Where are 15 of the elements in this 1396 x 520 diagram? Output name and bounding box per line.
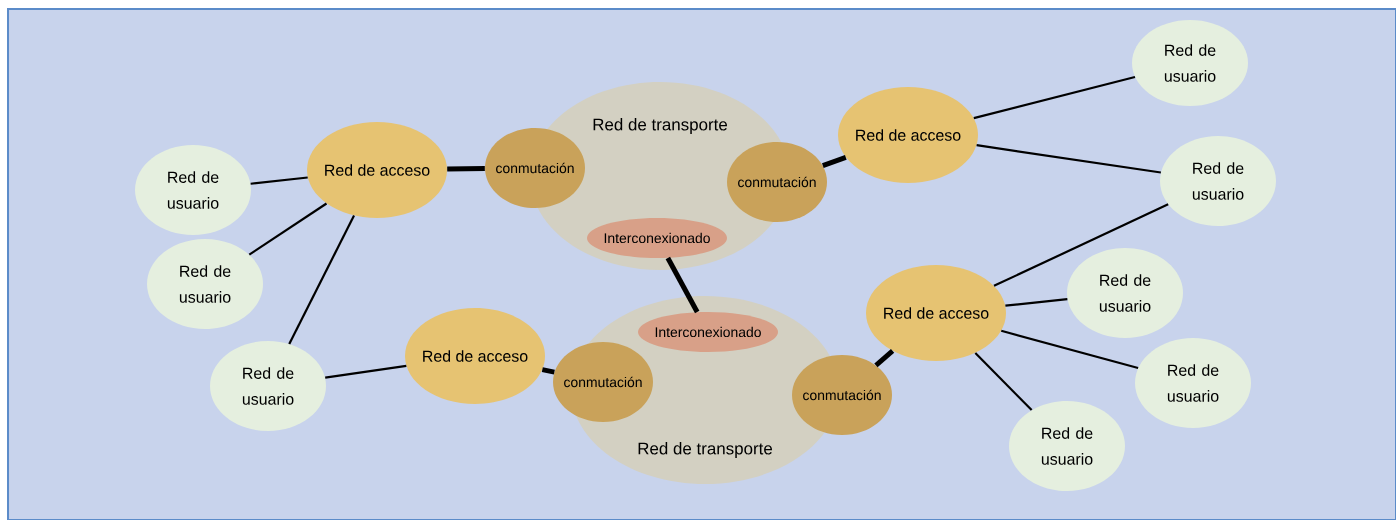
connector-line — [821, 154, 847, 168]
connector-line — [1000, 329, 1139, 370]
connector-line — [325, 364, 407, 379]
connector-line — [976, 144, 1161, 174]
connector-line — [288, 215, 355, 345]
connector-line — [248, 202, 328, 256]
connector-line — [541, 367, 555, 375]
connector-line — [447, 166, 485, 172]
connector-line — [993, 203, 1169, 287]
connector-line — [665, 256, 700, 314]
connector-line — [974, 352, 1033, 411]
connector-line — [250, 176, 308, 185]
connector-line — [874, 348, 895, 368]
connector-line — [1005, 298, 1068, 307]
connector-line — [973, 75, 1136, 120]
